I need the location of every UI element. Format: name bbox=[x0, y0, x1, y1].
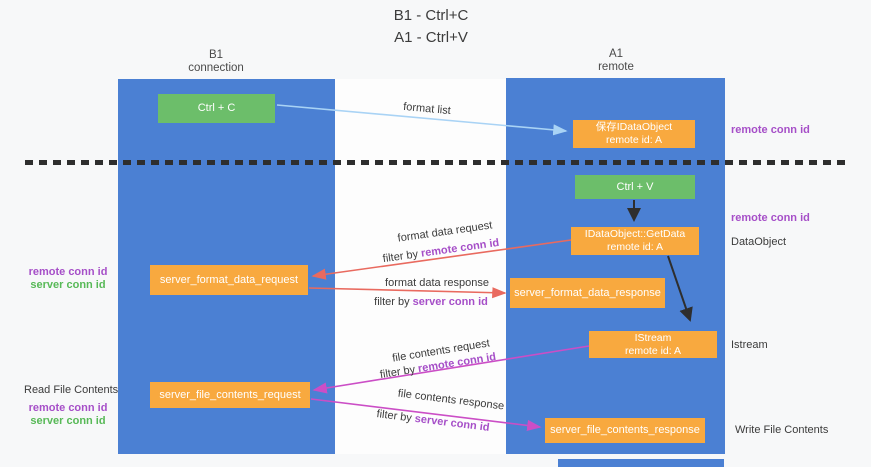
node-istream: IStream remote id: A bbox=[589, 331, 717, 358]
node-ctrl-v-label: Ctrl + V bbox=[616, 180, 654, 193]
node-server-file-contents-request-label: server_file_contents_request bbox=[159, 388, 301, 401]
node-ctrl-v: Ctrl + V bbox=[575, 175, 695, 199]
node-server-format-data-request: server_format_data_request bbox=[150, 265, 308, 295]
inter-lifeline-band bbox=[335, 79, 506, 454]
arrow-file-contents-request bbox=[312, 345, 590, 394]
lifeline-b1-role: connection bbox=[188, 62, 244, 74]
node-server-file-contents-request: server_file_contents_request bbox=[150, 382, 310, 408]
lifeline-b1-header: B1 connection bbox=[188, 49, 244, 75]
phase-separator-dashed-line bbox=[25, 160, 847, 165]
lifeline-a1-header: A1 remote bbox=[598, 48, 634, 74]
remote-conn-id-label: remote conn id bbox=[28, 266, 108, 278]
node-save-idataobject-line2: remote id: A bbox=[605, 134, 663, 146]
node-istream-line2: remote id: A bbox=[624, 344, 682, 357]
filter-by-text: filter by bbox=[374, 296, 413, 308]
node-idataobject-getdata: IDataObject::GetData remote id: A bbox=[571, 227, 699, 255]
remote-conn-id-label: remote conn id bbox=[28, 402, 108, 414]
lifeline-a1-name: A1 bbox=[608, 48, 624, 60]
arrow-format-data-response bbox=[308, 287, 507, 299]
diagram-title-line2: A1 - Ctrl+V bbox=[394, 29, 468, 46]
node-ctrl-c-label: Ctrl + C bbox=[197, 102, 236, 114]
node-server-file-contents-response-label: server_file_contents_response bbox=[550, 424, 700, 436]
node-save-idataobject: 保存IDataObject remote id: A bbox=[573, 120, 695, 148]
arrow-getdata-to-istream bbox=[667, 255, 693, 322]
left-format-conn-id-labels: remote conn id server conn id bbox=[22, 266, 114, 292]
node-server-format-data-request-label: server_format_data_request bbox=[159, 273, 299, 286]
node-idataobject-getdata-line2: remote id: A bbox=[606, 241, 664, 253]
remote-conn-id-label-top: remote conn id bbox=[731, 124, 810, 136]
server-conn-id-label: server conn id bbox=[30, 415, 106, 427]
diagram-title-line1: B1 - Ctrl+C bbox=[393, 7, 469, 24]
write-file-contents-label: Write File Contents bbox=[735, 424, 829, 436]
istream-label: Istream bbox=[731, 339, 768, 351]
dataobject-label: DataObject bbox=[731, 236, 787, 248]
remote-conn-id-label-mid: remote conn id bbox=[731, 212, 810, 224]
arrow-format-data-request bbox=[311, 239, 572, 280]
node-istream-line1: IStream bbox=[634, 331, 672, 344]
server-conn-id-text: server conn id bbox=[412, 296, 488, 308]
arrow-format-list bbox=[276, 104, 568, 136]
lifeline-a1-role: remote bbox=[598, 61, 634, 73]
server-conn-id-label: server conn id bbox=[30, 279, 106, 291]
edge-label-format-data-response: format data response bbox=[385, 277, 489, 289]
node-server-format-data-response-label: server_format_data_response bbox=[514, 286, 661, 299]
arrow-file-contents-response bbox=[310, 398, 542, 432]
lifeline-b1-name: B1 bbox=[208, 49, 224, 61]
node-server-format-data-response: server_format_data_response bbox=[510, 278, 665, 308]
node-idataobject-getdata-line1: IDataObject::GetData bbox=[584, 228, 686, 240]
edge-label-format-response-filter: filter by server conn id bbox=[374, 296, 488, 308]
lifeline-a1-continuation-bar bbox=[558, 459, 724, 467]
node-save-idataobject-line1: 保存IDataObject bbox=[595, 121, 673, 133]
read-file-contents-label: Read File Contents bbox=[24, 384, 119, 396]
node-ctrl-c: Ctrl + C bbox=[158, 94, 275, 123]
left-file-conn-id-labels: remote conn id server conn id bbox=[22, 402, 114, 428]
node-server-file-contents-response: server_file_contents_response bbox=[545, 418, 705, 443]
